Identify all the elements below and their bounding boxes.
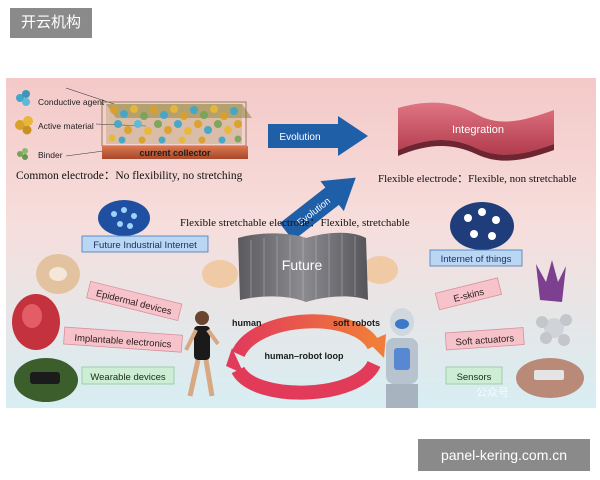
human-robot-loop-label: human–robot loop <box>265 351 344 361</box>
future-industrial-internet-label: Future Industrial Internet <box>93 240 197 251</box>
human-label: human <box>232 318 262 328</box>
flexible-electrode-caption: Flexible electrode：Flexible, non stretch… <box>378 173 577 185</box>
current-collector-plate <box>102 146 248 159</box>
future-mesh-group: Future <box>202 232 398 302</box>
common-electrode-caption: Common electrode：No flexibility, no stre… <box>16 170 243 182</box>
robot-figure <box>386 308 418 408</box>
soft-actuators-label: Soft actuators <box>455 333 514 348</box>
industrial-internet-icon <box>98 200 150 236</box>
integration-label: Integration <box>452 124 504 136</box>
legend-active-material: Active material <box>38 121 94 131</box>
future-label: Future <box>282 257 323 273</box>
integration-electrode: Integration <box>398 102 554 161</box>
top-source-badge: 开云机构 <box>10 8 92 38</box>
human-robot-loop: human soft robots human–robot loop <box>226 314 386 400</box>
wearable-image <box>14 358 78 402</box>
iot-globe-icon <box>450 202 514 250</box>
electrode-evolution-figure: Conductive agent Active material Binder <box>6 78 596 408</box>
implantable-image <box>12 294 60 350</box>
epidermal-image <box>36 254 80 294</box>
evolution-arrow-1: Evolution <box>268 116 368 156</box>
legend-conductive-agent: Conductive agent <box>38 97 105 107</box>
runner-figure <box>184 311 220 397</box>
evolution-label-1: Evolution <box>279 132 320 143</box>
active-material-icon <box>15 116 33 135</box>
soft-robots-label: soft robots <box>333 318 380 328</box>
sensor-image <box>516 358 584 398</box>
binder-icon <box>17 148 28 160</box>
common-electrode-block: current collector <box>101 101 252 159</box>
current-collector-label: current collector <box>139 148 211 158</box>
flexible-stretchable-caption: Flexible stretchable electrode：Flexible,… <box>180 217 410 229</box>
bottom-source-badge: panel-kering.com.cn <box>418 439 590 471</box>
conductive-agent-icon <box>16 90 30 106</box>
watermark-text: 公众号 <box>476 386 509 399</box>
right-hand-icon <box>362 256 398 284</box>
e-skin-hand-image <box>536 260 566 302</box>
wearable-devices-label: Wearable devices <box>90 372 166 383</box>
right-app-labels: E-skins Soft actuators Sensors <box>434 277 525 385</box>
internet-of-things-label: Internet of things <box>441 254 512 265</box>
sensors-label: Sensors <box>457 372 492 383</box>
soft-actuator-image <box>536 314 572 346</box>
left-hand-icon <box>202 260 238 288</box>
internet-of-things-group: Internet of things <box>429 202 523 267</box>
legend-binder: Binder <box>38 150 63 160</box>
future-industrial-internet-group: Future Industrial Internet <box>81 200 209 253</box>
electrode-particles <box>108 105 242 144</box>
